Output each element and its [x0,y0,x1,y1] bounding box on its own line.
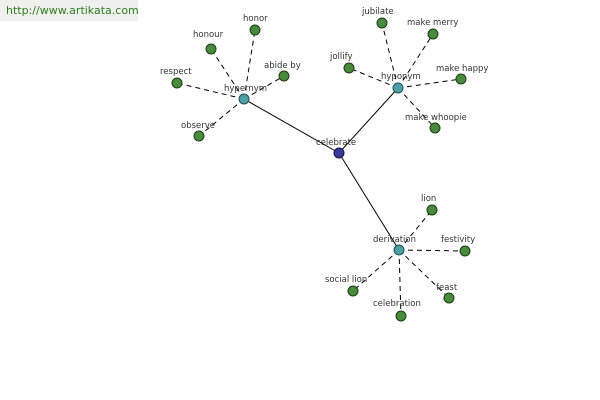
node-hyponym[interactable] [392,82,404,94]
node-celebration[interactable] [395,310,407,322]
label-make-whoopie: make whoopie [405,113,467,123]
node-derivation[interactable] [393,244,405,256]
label-social-lion: social lion [325,275,367,285]
edge-derivation-social-lion [352,249,400,292]
edge-hypernym-abide-by [243,75,285,100]
node-social-lion[interactable] [347,285,359,297]
label-observe: observe [181,121,215,131]
node-celebrate[interactable] [333,147,345,159]
node-honor[interactable] [249,24,261,36]
node-honour[interactable] [205,43,217,55]
label-abide-by: abide by [264,61,301,71]
node-lion[interactable] [426,204,438,216]
watermark-url: http://www.artikata.com [0,0,139,21]
edge-hyponym-make-merry [397,33,434,89]
node-abide-by[interactable] [278,70,290,82]
node-observe[interactable] [193,130,205,142]
edge-hyponym-make-whoopie [397,87,436,129]
label-derivation: derivation [373,235,416,245]
edge-derivation-feast [398,249,450,299]
edge-derivation-festivity [398,249,466,252]
node-make-whoopie[interactable] [429,122,441,134]
edge-derivation-celebration [398,249,402,317]
edge-center-derivation [338,152,400,251]
edge-hypernym-honor [243,29,256,100]
edge-hyponym-jubilate [381,22,399,89]
label-festivity: festivity [441,235,475,245]
label-celebration: celebration [373,299,421,309]
label-feast: feast [436,283,458,293]
label-jollify: jollify [329,52,353,62]
label-celebrate: celebrate [316,138,356,148]
label-hypernym: hypernym [224,84,267,94]
edge-center-hypernym [243,98,340,154]
label-lion: lion [421,194,436,204]
label-respect: respect [160,67,192,77]
label-honor: honor [243,14,268,24]
node-festivity[interactable] [459,245,471,257]
edge-hypernym-respect [176,82,245,100]
node-jollify[interactable] [343,62,355,74]
node-hypernym[interactable] [238,93,250,105]
node-feast[interactable] [443,292,455,304]
edge-hypernym-honour [210,48,245,100]
node-jubilate[interactable] [376,17,388,29]
label-make-happy: make happy [436,64,488,74]
edge-hypernym-observe [198,98,245,137]
label-jubilate: jubilate [361,7,394,17]
label-honour: honour [193,30,224,40]
edge-hyponym-make-happy [397,78,462,89]
node-respect[interactable] [171,77,183,89]
edge-center-hyponym [338,87,399,154]
label-hyponym: hyponym [381,72,421,82]
node-make-merry[interactable] [427,28,439,40]
node-make-happy[interactable] [455,73,467,85]
label-make-merry: make merry [407,18,458,28]
